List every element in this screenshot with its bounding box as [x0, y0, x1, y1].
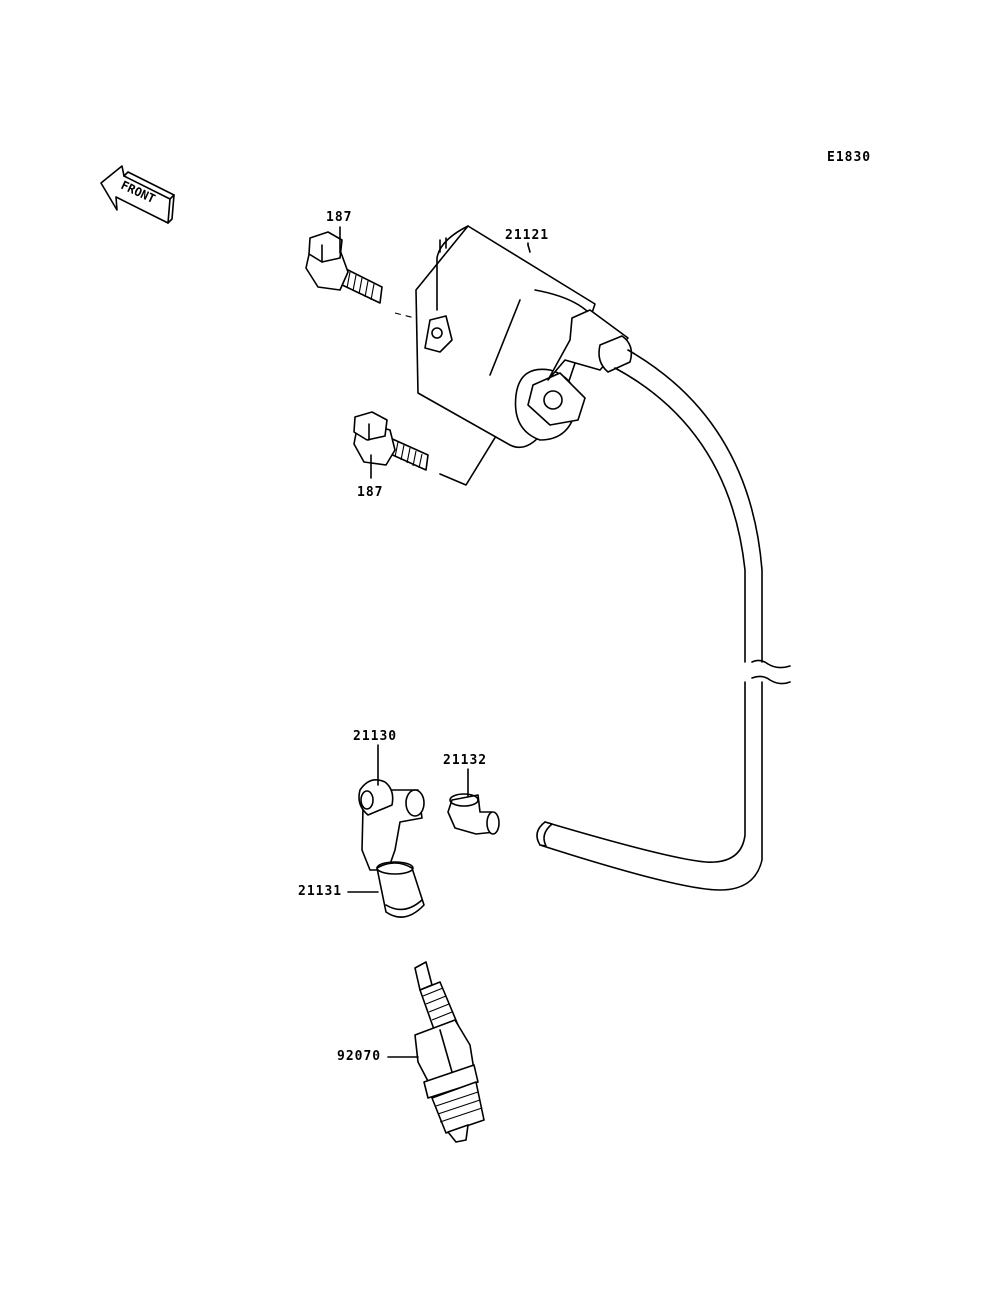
part-number-bolt-lower[interactable]: 187 — [357, 485, 384, 500]
spark-plug-icon — [414, 961, 485, 1143]
plug-cap-cover-icon — [376, 861, 425, 918]
plug-cap-icon — [358, 779, 425, 871]
cap-seal-icon — [447, 793, 500, 835]
part-number-spark-plug[interactable]: 92070 — [337, 1049, 382, 1064]
bolt-lower-icon — [353, 411, 429, 471]
ignition-coil-icon — [415, 225, 633, 449]
front-arrow-icon: FRONT — [100, 165, 175, 224]
high-tension-lead-icon — [536, 349, 791, 891]
part-number-bolt-upper[interactable]: 187 — [326, 210, 353, 225]
diagram-code: E1830 — [827, 150, 872, 165]
part-number-ignition-coil[interactable]: 21121 — [505, 228, 550, 243]
bolt-upper-icon — [305, 231, 383, 304]
part-number-plug-cap-cover[interactable]: 21131 — [298, 884, 343, 899]
part-number-plug-cap[interactable]: 21130 — [353, 729, 398, 744]
part-number-cap-seal[interactable]: 21132 — [443, 753, 488, 768]
